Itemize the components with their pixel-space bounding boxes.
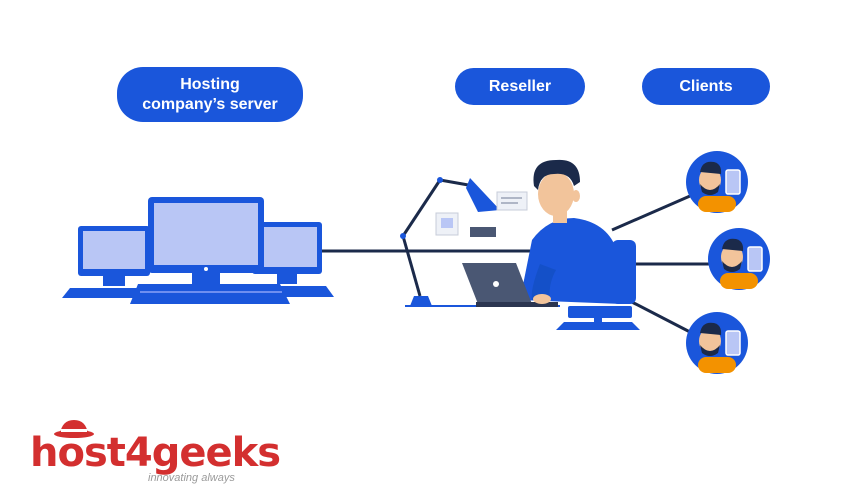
wall-notes: [435, 191, 528, 237]
client-avatar-1: [686, 151, 748, 213]
hat-icon: [54, 420, 94, 438]
reseller-label: Reseller: [455, 68, 585, 105]
client-avatar-2: [708, 228, 770, 290]
desk-lamp: [400, 177, 500, 306]
brand-logo: host4geeks innovating always: [30, 418, 281, 488]
clients-label: Clients: [642, 68, 770, 105]
hosting-label-line2: company’s server: [142, 95, 278, 113]
client-avatar-3: [686, 312, 748, 374]
brand-tagline: innovating always: [148, 472, 235, 484]
reseller-to-client3-line: [627, 298, 691, 334]
reseller-person: [462, 159, 640, 330]
server-monitors: [62, 197, 334, 304]
brand-name: host4geeks: [30, 430, 281, 476]
hosting-server-label: Hosting company’s server: [117, 67, 303, 122]
reseller-to-client1-line: [611, 194, 691, 232]
hosting-label-line1: Hosting: [180, 75, 240, 93]
